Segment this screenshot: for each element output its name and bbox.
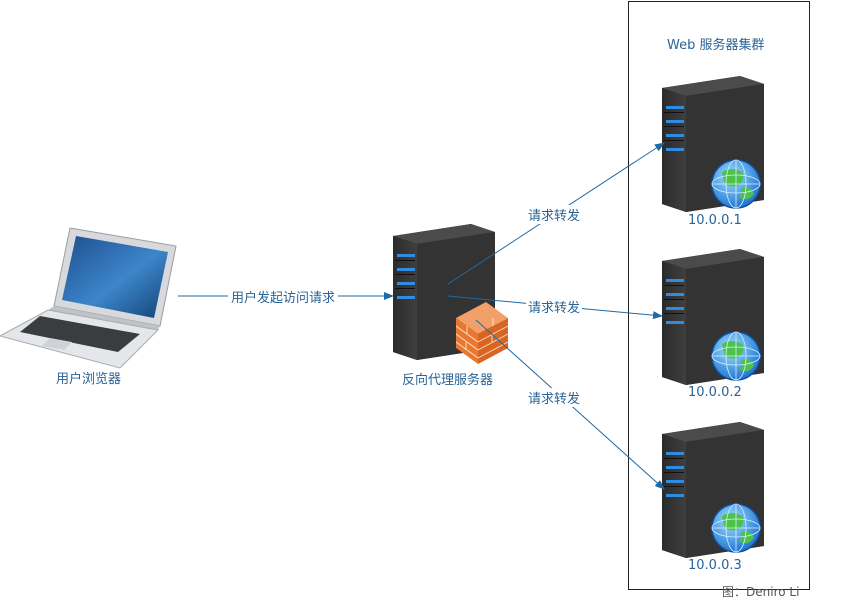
edge-label-forward-1: 请求转发 — [526, 205, 583, 224]
edge-label-request: 用户发起访问请求 — [228, 287, 339, 306]
server-1-ip: 10.0.0.1 — [688, 213, 742, 228]
cluster-frame — [628, 1, 810, 590]
globe-icon — [711, 331, 761, 381]
server-2-ip: 10.0.0.2 — [688, 385, 742, 400]
credit-text: 图：Deniro Li — [722, 585, 800, 599]
firewall-icon — [455, 302, 509, 364]
proxy-label: 反向代理服务器 — [402, 373, 494, 388]
globe-icon — [711, 159, 761, 209]
edge-label-forward-3: 请求转发 — [526, 388, 583, 407]
client-label: 用户浏览器 — [56, 372, 122, 387]
laptop-icon — [0, 227, 177, 369]
globe-icon — [711, 503, 761, 553]
cluster-title: Web 服务器集群 — [667, 38, 765, 53]
edge-label-forward-2: 请求转发 — [526, 297, 583, 316]
server-3-ip: 10.0.0.3 — [688, 558, 742, 573]
